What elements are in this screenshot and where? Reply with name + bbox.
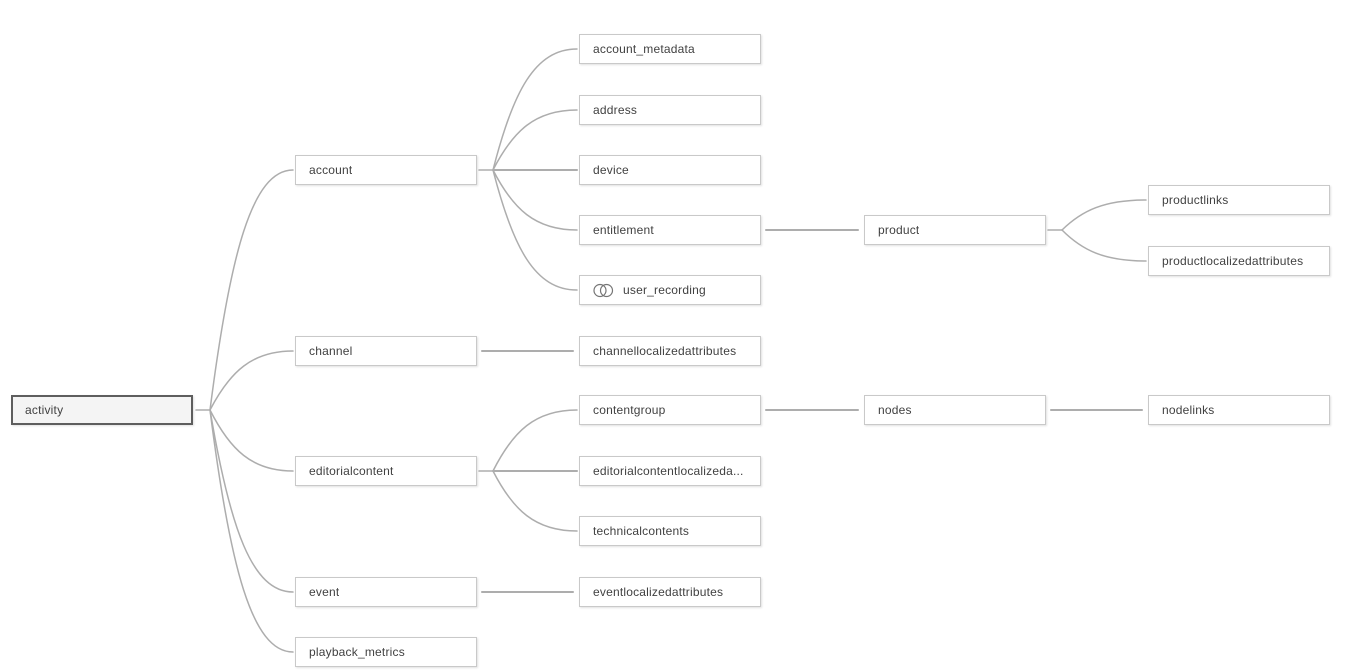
- table-node-account[interactable]: account: [295, 155, 477, 185]
- connector: [492, 470, 578, 532]
- connector: [209, 409, 294, 593]
- table-node-channel[interactable]: channel: [295, 336, 477, 366]
- table-node-channellocalizedattributes[interactable]: channellocalizedattributes: [579, 336, 761, 366]
- table-node-account_metadata[interactable]: account_metadata: [579, 34, 761, 64]
- connector: [492, 109, 578, 171]
- table-node-label: eventlocalizedattributes: [593, 585, 724, 599]
- connector: [209, 409, 294, 653]
- connector: [1061, 229, 1147, 262]
- table-node-address[interactable]: address: [579, 95, 761, 125]
- table-node-label: playback_metrics: [309, 645, 405, 659]
- connector: [492, 409, 578, 472]
- table-node-label: technicalcontents: [593, 524, 690, 538]
- connector: [492, 169, 578, 291]
- table-node-productlinks[interactable]: productlinks: [1148, 185, 1330, 215]
- table-node-label: event: [309, 585, 340, 599]
- table-node-label: entitlement: [593, 223, 654, 237]
- table-node-product[interactable]: product: [864, 215, 1046, 245]
- table-node-label: productlocalizedattributes: [1162, 254, 1304, 268]
- table-node-label: account_metadata: [593, 42, 695, 56]
- connector: [209, 409, 294, 472]
- table-node-activity[interactable]: activity: [11, 395, 193, 425]
- table-node-entitlement[interactable]: entitlement: [579, 215, 761, 245]
- table-node-editorialcontentlocalized[interactable]: editorialcontentlocalizeda...: [579, 456, 761, 486]
- table-node-label: contentgroup: [593, 403, 666, 417]
- connector: [492, 48, 578, 171]
- table-node-label: nodes: [878, 403, 912, 417]
- table-node-nodelinks[interactable]: nodelinks: [1148, 395, 1330, 425]
- table-node-productlocalizedattributes[interactable]: productlocalizedattributes: [1148, 246, 1330, 276]
- table-node-label: editorialcontent: [309, 464, 394, 478]
- venn-circles-icon: [593, 283, 614, 297]
- table-node-technicalcontents[interactable]: technicalcontents: [579, 516, 761, 546]
- table-node-label: channellocalizedattributes: [593, 344, 737, 358]
- table-node-editorialcontent[interactable]: editorialcontent: [295, 456, 477, 486]
- table-node-label: user_recording: [623, 283, 706, 297]
- table-node-label: nodelinks: [1162, 403, 1215, 417]
- connector: [209, 169, 294, 411]
- table-node-label: channel: [309, 344, 353, 358]
- table-node-label: product: [878, 223, 920, 237]
- table-node-label: account: [309, 163, 353, 177]
- connector: [209, 350, 294, 411]
- table-node-playback_metrics[interactable]: playback_metrics: [295, 637, 477, 667]
- table-node-contentgroup[interactable]: contentgroup: [579, 395, 761, 425]
- table-node-eventlocalizedattributes[interactable]: eventlocalizedattributes: [579, 577, 761, 607]
- table-node-label: editorialcontentlocalizeda...: [593, 464, 744, 478]
- table-node-user_recording[interactable]: user_recording: [579, 275, 761, 305]
- table-node-label: device: [593, 163, 629, 177]
- connector: [492, 169, 578, 231]
- connector: [1061, 199, 1147, 231]
- table-node-device[interactable]: device: [579, 155, 761, 185]
- table-node-nodes[interactable]: nodes: [864, 395, 1046, 425]
- table-node-event[interactable]: event: [295, 577, 477, 607]
- table-node-label: productlinks: [1162, 193, 1229, 207]
- table-node-label: address: [593, 103, 638, 117]
- table-node-label: activity: [25, 403, 64, 417]
